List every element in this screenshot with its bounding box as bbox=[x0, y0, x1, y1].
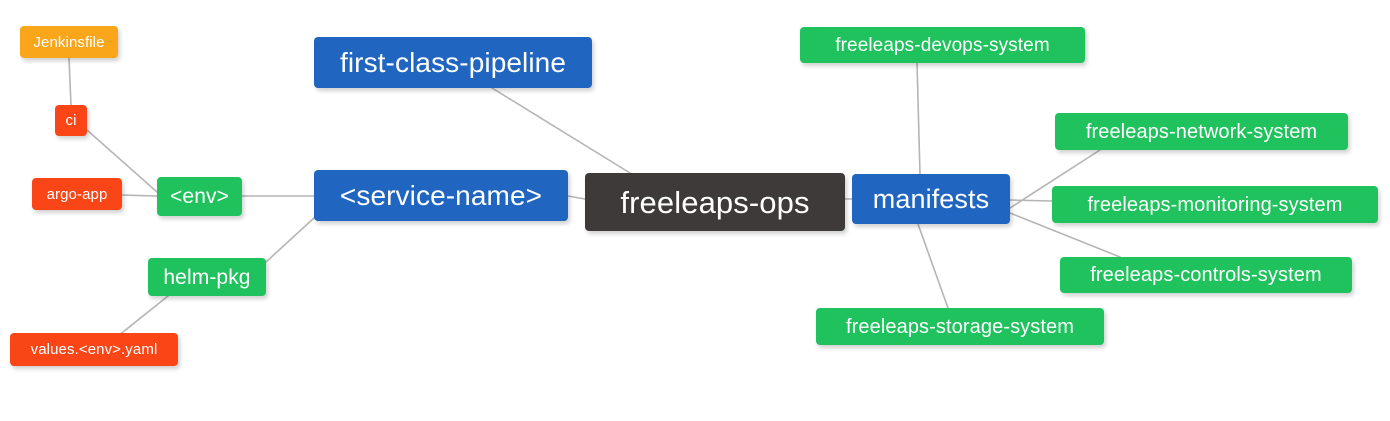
mindmap-node-argo-app[interactable]: argo-app bbox=[32, 178, 122, 210]
mindmap-node-manifests[interactable]: manifests bbox=[852, 174, 1010, 224]
mindmap-node-label-freeleaps-devops-system: freeleaps-devops-system bbox=[835, 34, 1050, 56]
mindmap-node-ci[interactable]: ci bbox=[55, 105, 87, 136]
mindmap-node-label-jenkinsfile: Jenkinsfile bbox=[33, 33, 105, 51]
mindmap-node-label-freeleaps-controls-system: freeleaps-controls-system bbox=[1090, 264, 1322, 286]
mindmap-node-label-manifests: manifests bbox=[872, 183, 990, 214]
mindmap-node-freeleaps-ops[interactable]: freeleaps-ops bbox=[585, 173, 845, 231]
mindmap-node-freeleaps-controls-system[interactable]: freeleaps-controls-system bbox=[1060, 257, 1352, 293]
mindmap-node-label-service-name: <service-name> bbox=[339, 179, 543, 211]
mindmap-node-env[interactable]: <env> bbox=[157, 177, 242, 216]
edge-first-class-pipeline-to-freeleaps-ops bbox=[491, 87, 631, 174]
edge-manifests-to-freeleaps-monitoring-system bbox=[1009, 199, 1053, 202]
mindmap-node-label-freeleaps-storage-system: freeleaps-storage-system bbox=[845, 315, 1075, 338]
mindmap-node-helm-pkg[interactable]: helm-pkg bbox=[148, 258, 266, 296]
mindmap-node-freeleaps-devops-system[interactable]: freeleaps-devops-system bbox=[800, 27, 1085, 63]
edge-service-name-to-freeleaps-ops bbox=[567, 195, 586, 200]
mindmap-node-freeleaps-storage-system[interactable]: freeleaps-storage-system bbox=[816, 308, 1104, 345]
mindmap-node-label-env: <env> bbox=[170, 185, 229, 208]
edge-argo-app-to-env bbox=[121, 194, 158, 197]
mindmap-node-service-name[interactable]: <service-name> bbox=[314, 170, 568, 221]
mindmap-node-label-first-class-pipeline: first-class-pipeline bbox=[339, 46, 567, 78]
edge-manifests-to-freeleaps-storage-system bbox=[917, 223, 949, 309]
mindmap-node-jenkinsfile[interactable]: Jenkinsfile bbox=[20, 26, 118, 58]
edge-helm-pkg-to-values-env-yaml bbox=[117, 295, 169, 337]
mindmap-node-label-freeleaps-ops: freeleaps-ops bbox=[620, 184, 810, 220]
mindmap-node-values-env-yaml[interactable]: values.<env>.yaml bbox=[10, 333, 178, 366]
mindmap-node-label-values-env-yaml: values.<env>.yaml bbox=[30, 341, 158, 358]
mindmap-node-label-argo-app: argo-app bbox=[46, 185, 108, 203]
edge-manifests-to-freeleaps-devops-system bbox=[916, 62, 921, 175]
edge-jenkinsfile-to-ci bbox=[68, 57, 72, 106]
edge-service-name-to-helm-pkg bbox=[265, 217, 315, 263]
mindmap-node-label-freeleaps-monitoring-system: freeleaps-monitoring-system bbox=[1087, 193, 1343, 216]
mindmap-node-label-ci: ci bbox=[65, 112, 77, 129]
mindmap-node-freeleaps-monitoring-system[interactable]: freeleaps-monitoring-system bbox=[1052, 186, 1378, 223]
mindmap-node-first-class-pipeline[interactable]: first-class-pipeline bbox=[314, 37, 592, 88]
mindmap-node-freeleaps-network-system[interactable]: freeleaps-network-system bbox=[1055, 113, 1348, 150]
mindmap-node-label-freeleaps-network-system: freeleaps-network-system bbox=[1085, 120, 1318, 143]
mindmap-node-label-helm-pkg: helm-pkg bbox=[163, 265, 251, 289]
